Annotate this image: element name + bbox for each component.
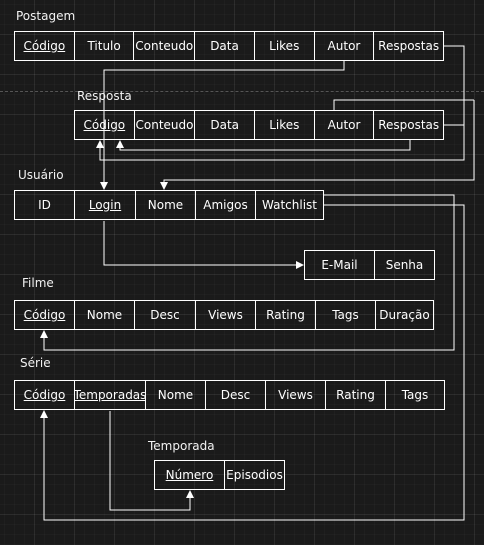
usuario-field-senha[interactable]: Senha [385, 258, 424, 272]
resposta-field-autor[interactable]: Autor [315, 111, 375, 139]
filme-field-tags[interactable]: Tags [316, 301, 376, 329]
usuario-field-login[interactable]: Login [75, 191, 136, 219]
filme-field-duracao[interactable]: Duração [379, 308, 430, 322]
postagem-field-conteudo[interactable]: Conteudo [134, 32, 196, 60]
filme-field-rating[interactable]: Rating [256, 301, 316, 329]
postagem-field-autor[interactable]: Autor [315, 32, 375, 60]
serie-field-codigo[interactable]: Código [15, 381, 75, 409]
serie-field-tags[interactable]: Tags [401, 388, 429, 402]
filme-field-desc[interactable]: Desc [135, 301, 196, 329]
resposta-field-respostas[interactable]: Respostas [378, 118, 440, 132]
usuario-contact-table[interactable]: E-Mail Senha [304, 250, 435, 280]
resposta-title: Resposta [77, 89, 132, 103]
usuario-field-nome[interactable]: Nome [136, 191, 196, 219]
serie-field-views[interactable]: Views [266, 381, 326, 409]
usuario-field-email[interactable]: E-Mail [305, 251, 375, 279]
postagem-field-titulo[interactable]: Titulo [75, 32, 135, 60]
resposta-field-data[interactable]: Data [195, 111, 256, 139]
temporada-table[interactable]: Número Episodios [154, 460, 285, 490]
resposta-field-codigo[interactable]: Código [75, 111, 135, 139]
usuario-login-to-email [103, 221, 304, 269]
temporada-field-episodios[interactable]: Episodios [226, 468, 283, 482]
filme-field-views[interactable]: Views [196, 301, 256, 329]
resposta-field-likes[interactable]: Likes [255, 111, 315, 139]
postagem-field-data[interactable]: Data [195, 32, 255, 60]
postagem-respostas-to-resposta-codigo [96, 45, 465, 161]
serie-field-temporadas[interactable]: Temporadas [75, 381, 146, 409]
serie-field-rating[interactable]: Rating [326, 381, 386, 409]
usuario-field-id[interactable]: ID [15, 191, 75, 219]
temporada-title: Temporada [148, 439, 215, 453]
postagem-field-likes[interactable]: Likes [255, 32, 315, 60]
postagem-title: Postagem [16, 9, 76, 23]
postagem-field-respostas[interactable]: Respostas [378, 39, 440, 53]
resposta-table[interactable]: Código Conteudo Data Likes Autor Respost… [74, 110, 444, 140]
temporada-field-numero[interactable]: Número [155, 461, 225, 489]
filme-title: Filme [22, 276, 54, 290]
usuario-field-watchlist[interactable]: Watchlist [262, 198, 317, 212]
resposta-respostas-to-resposta-codigo [116, 140, 411, 151]
serie-title: Série [20, 356, 51, 370]
filme-field-codigo[interactable]: Código [15, 301, 75, 329]
page-divider [0, 91, 484, 92]
postagem-table[interactable]: Código Titulo Conteudo Data Likes Autor … [14, 31, 444, 61]
serie-field-nome[interactable]: Nome [146, 381, 206, 409]
usuario-table[interactable]: ID Login Nome Amigos Watchlist [14, 190, 324, 220]
filme-table[interactable]: Código Nome Desc Views Rating Tags Duraç… [14, 300, 434, 330]
resposta-field-conteudo[interactable]: Conteudo [135, 111, 196, 139]
serie-field-desc[interactable]: Desc [206, 381, 266, 409]
usuario-title: Usuário [18, 168, 64, 182]
usuario-field-amigos[interactable]: Amigos [196, 191, 256, 219]
postagem-field-codigo[interactable]: Código [15, 32, 75, 60]
filme-field-nome[interactable]: Nome [75, 301, 135, 329]
serie-table[interactable]: Código Temporadas Nome Desc Views Rating… [14, 380, 445, 410]
